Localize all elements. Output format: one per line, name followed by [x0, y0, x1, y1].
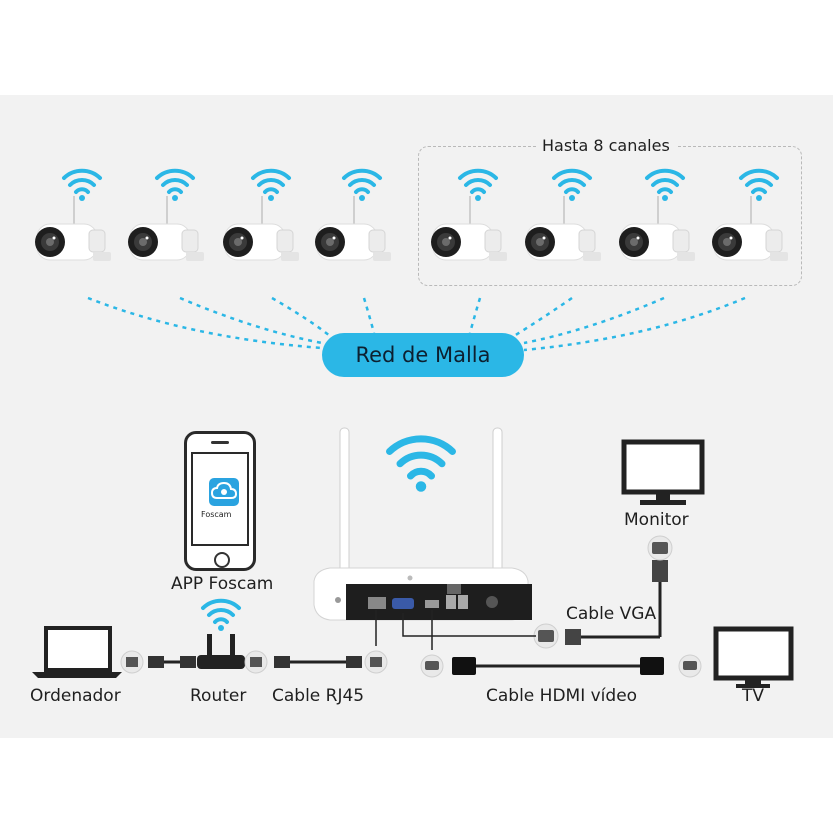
laptop-icon — [32, 626, 122, 678]
app-name: Foscam — [201, 510, 232, 519]
cameras — [34, 195, 789, 262]
rj45-plug-icon — [148, 656, 164, 668]
camera-icon — [127, 195, 205, 262]
nvr-lan-port — [368, 597, 386, 609]
rj45-cable-label: Cable RJ45 — [272, 686, 365, 706]
nvr-usb-port — [446, 595, 456, 609]
mesh-network-pill: Red de Malla — [322, 333, 524, 377]
mesh-links — [87, 296, 746, 352]
channels-label: Hasta 8 canales — [536, 136, 676, 155]
nvr-usb-port — [458, 595, 468, 609]
rj45-plug-icon — [274, 656, 290, 668]
rj45-plug-icon — [346, 656, 362, 668]
router-icon — [197, 598, 245, 669]
wifi-icon — [739, 168, 779, 203]
tv-icon — [713, 626, 794, 688]
nvr-vga-port — [392, 598, 414, 609]
wifi-icon — [552, 168, 592, 203]
nvr-antenna-left — [339, 427, 350, 577]
tv-label: TV — [742, 686, 765, 706]
camera-icon — [314, 195, 392, 262]
camera-icon — [34, 195, 112, 262]
router-label: Router — [190, 686, 247, 706]
wifi-icon — [458, 168, 498, 203]
vga-plug-icon — [565, 629, 581, 645]
rj45-plug-icon — [180, 656, 196, 668]
camera-icon — [711, 195, 789, 262]
nvr-antenna-right — [492, 427, 503, 577]
camera-icon — [524, 195, 602, 262]
camera-icon — [222, 195, 300, 262]
wifi-icon — [342, 168, 382, 203]
hdmi-cable-label: Cable HDMI vídeo — [486, 686, 638, 706]
wifi-icon — [251, 168, 291, 203]
vga-cable-label: Cable VGA — [566, 604, 657, 624]
foscam-app-icon — [209, 478, 239, 506]
wifi-icon — [645, 168, 685, 203]
computer-label: Ordenador — [30, 686, 121, 706]
wifi-icon — [201, 598, 241, 633]
camera-wifi-icons — [62, 168, 779, 203]
monitor-icon — [621, 439, 705, 505]
hdmi-cable — [420, 610, 702, 678]
phone-screen: Foscam — [191, 452, 249, 546]
camera-icon — [430, 195, 508, 262]
camera-icon — [618, 195, 696, 262]
background-panel — [0, 95, 833, 738]
nvr-icon — [313, 567, 532, 621]
monitor-label: Monitor — [624, 510, 689, 530]
vga-plug-icon — [652, 560, 668, 582]
rj45-cables — [120, 610, 388, 674]
wifi-icon — [390, 439, 453, 492]
hdmi-plug-icon — [640, 657, 664, 675]
phone-icon: Foscam — [184, 431, 256, 571]
wifi-icon — [62, 168, 102, 203]
wifi-icon — [155, 168, 195, 203]
hdmi-plug-icon — [452, 657, 476, 675]
vga-cable — [402, 535, 673, 649]
app-label: APP Foscam — [171, 574, 274, 594]
nvr-hdmi-port — [425, 600, 439, 608]
